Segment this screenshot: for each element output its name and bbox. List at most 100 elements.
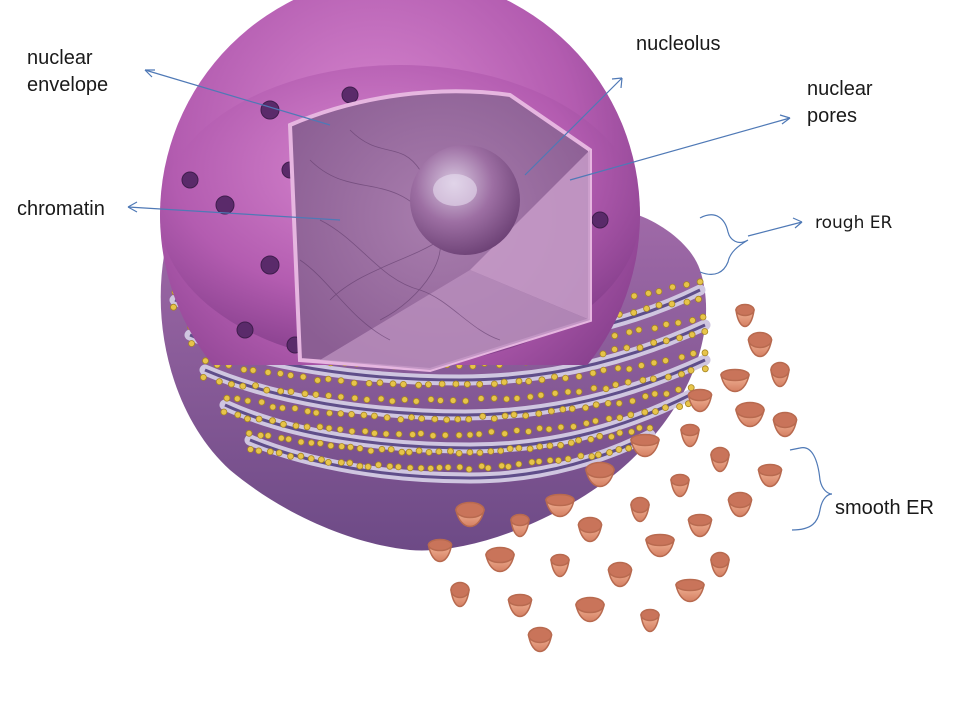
ribosome (287, 388, 295, 396)
ribosome (674, 319, 682, 327)
ribosome (478, 462, 486, 470)
ribosome (615, 399, 623, 407)
ribosome (398, 448, 406, 456)
ribosome (371, 429, 378, 437)
ribosome (582, 404, 589, 412)
ribosome (605, 415, 613, 423)
ribosome (476, 449, 484, 457)
ribosome (449, 397, 457, 404)
ribosome (551, 389, 559, 397)
ribosome (687, 384, 695, 392)
ribosome (435, 448, 443, 456)
label-smooth-er: smooth ER (835, 497, 934, 519)
ribosome (465, 415, 473, 423)
ribosome (399, 380, 407, 388)
smooth-er-opening (427, 538, 453, 552)
ribosome (297, 438, 305, 446)
smooth-er-opening (630, 433, 660, 447)
label-nuclear-pores-line2: pores (807, 105, 858, 127)
ribosome (397, 416, 405, 423)
leader-nuclear-envelope (144, 69, 331, 126)
ribosome (526, 445, 534, 453)
ribosome (577, 452, 585, 460)
ribosome (638, 362, 645, 369)
ribosome (346, 459, 354, 467)
ribosome (348, 410, 355, 418)
ribosome (642, 392, 649, 400)
smooth-er-opening (450, 581, 470, 599)
ribosome (475, 430, 483, 438)
ribosome (233, 395, 241, 403)
ribosome (279, 404, 286, 412)
ribosome (441, 431, 449, 439)
ribosome (255, 447, 263, 455)
ribosome (463, 380, 471, 388)
ribosome (625, 444, 632, 452)
ribosome (367, 447, 375, 455)
leader-nucleolus (524, 77, 623, 176)
ribosome (324, 375, 332, 383)
ribosome (285, 435, 293, 443)
ribosome (378, 445, 386, 453)
ribosome (683, 281, 690, 289)
smooth-er-opening (735, 303, 755, 317)
smooth-er-opening (720, 368, 750, 382)
ribosome (360, 411, 368, 419)
ribosome (636, 424, 643, 432)
ribosome (377, 395, 385, 403)
ribosome (365, 379, 373, 387)
ribosome (501, 430, 509, 438)
label-nucleolus: nucleolus (636, 33, 721, 55)
ribosome (258, 398, 266, 406)
ribosome (316, 439, 324, 447)
ribosome (223, 394, 231, 402)
ribosome (646, 424, 654, 432)
ribosome (324, 458, 332, 466)
ribosome (336, 425, 344, 433)
ribosome (444, 463, 452, 471)
ribosome (559, 405, 567, 413)
ribosome (351, 394, 359, 402)
ribosome (394, 463, 402, 471)
ribosome (536, 443, 544, 451)
smooth-er-opening (687, 388, 713, 402)
ribosome (415, 381, 423, 389)
ribosome (537, 391, 545, 399)
label-chromatin: chromatin (17, 198, 105, 220)
ribosome (376, 379, 384, 387)
smooth-er-opening (630, 496, 650, 514)
ribosome (487, 428, 495, 436)
ribosome (387, 446, 395, 453)
ribosome (277, 434, 285, 442)
ribosome (687, 366, 695, 374)
ribosome (688, 331, 696, 339)
ribosome (350, 379, 358, 387)
ribosome (655, 301, 663, 309)
ribosome (388, 397, 396, 405)
ribosome (575, 436, 582, 444)
ribosome (389, 380, 397, 388)
smooth-er-opening (527, 626, 553, 644)
ribosome (562, 374, 569, 382)
ribosome (636, 344, 644, 352)
ribosome (695, 295, 702, 303)
ribosome (244, 397, 252, 405)
ribosome (347, 443, 354, 451)
ribosome (652, 408, 659, 415)
ribosome (497, 447, 505, 455)
ribosome (337, 393, 345, 401)
smooth-er-opening (670, 473, 690, 487)
leader-lines (127, 69, 833, 531)
ribosome (202, 357, 209, 365)
ribosome (515, 444, 523, 452)
ribosome (525, 428, 532, 435)
smooth-er-opening (510, 513, 530, 527)
ribosome (575, 388, 583, 396)
ribosome (568, 405, 576, 413)
leader-rough-er (747, 221, 803, 237)
ribosome (443, 416, 451, 424)
ribosome (356, 445, 364, 452)
ribosome (612, 381, 619, 389)
ribosome (583, 419, 590, 427)
ribosome (337, 410, 345, 418)
